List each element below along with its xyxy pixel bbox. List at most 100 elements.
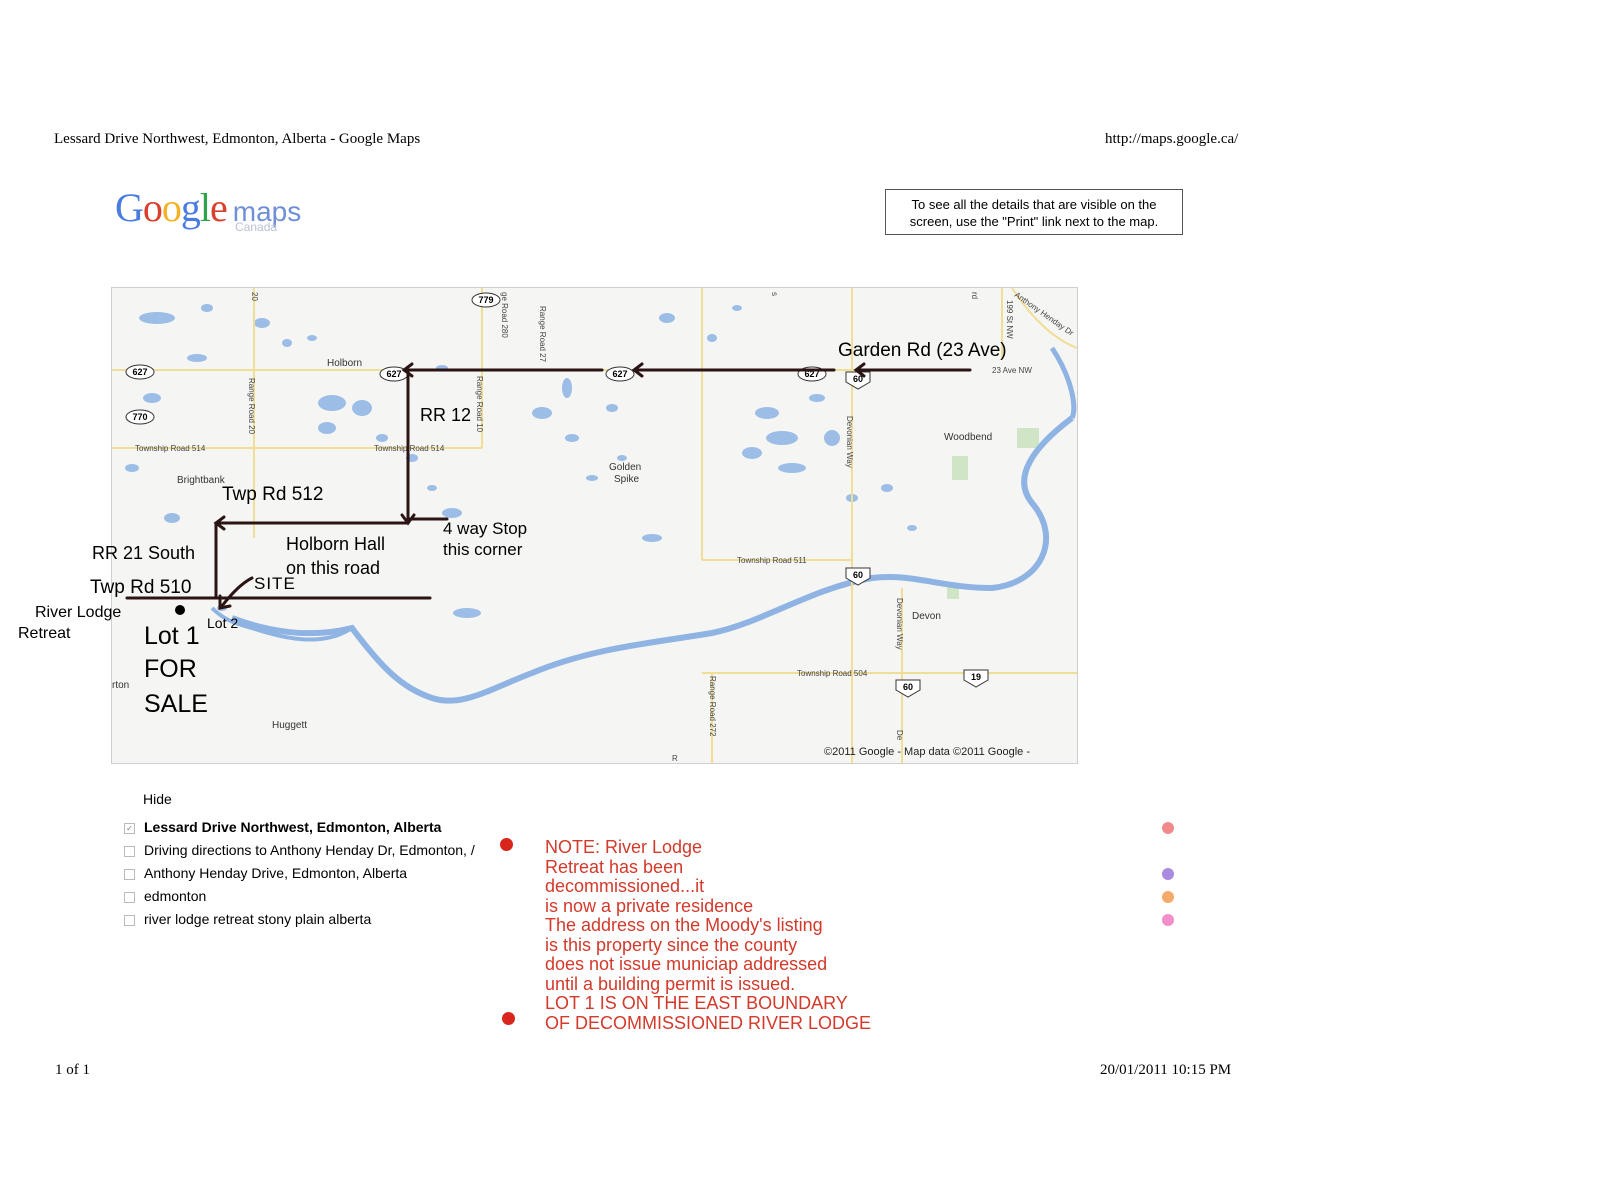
annotation-rr12: RR 12 — [420, 405, 472, 425]
svg-text:770: 770 — [132, 412, 147, 422]
legend-checkbox[interactable] — [124, 868, 135, 880]
label-partial-left: rton — [112, 680, 129, 691]
logo-letter: e — [210, 185, 228, 230]
note-line: OF DECOMMISSIONED RIVER LODGE — [545, 1012, 872, 1033]
legend-item-label: Anthony Henday Drive, Edmonton, Alberta — [144, 865, 408, 881]
legend-checkbox[interactable]: ✓ — [124, 822, 135, 834]
svg-text:627: 627 — [386, 369, 401, 379]
label-holborn: Holborn — [327, 358, 362, 369]
page-header-title: Lessard Drive Northwest, Edmonton, Alber… — [54, 131, 421, 147]
label-spike: Spike — [614, 474, 639, 485]
annotation-rr21: RR 21 South — [92, 543, 196, 563]
annotation-four-way-2: this corner — [443, 540, 523, 559]
logo-letter: o — [142, 185, 163, 230]
legend-item-label: river lodge retreat stony plain alberta — [144, 911, 372, 927]
hwy-60-shield: 60 — [845, 567, 871, 586]
note-line: The address on the Moody's listing — [545, 915, 823, 935]
label-huggett: Huggett — [272, 720, 307, 731]
page-number: 1 of 1 — [55, 1062, 90, 1078]
maps-wordmark: maps — [232, 196, 302, 227]
map-canvas[interactable]: Holborn Brightbank Golden Spike Woodbend… — [112, 288, 1077, 763]
label-top-rd: rd — [970, 292, 979, 299]
hwy-779-shield: 779 — [471, 292, 501, 308]
river-north — [1049, 346, 1077, 420]
hwy-19-shield: 19 — [963, 669, 989, 688]
map-view[interactable]: Holborn Brightbank Golden Spike Woodbend… — [111, 287, 1078, 764]
region-label: Canada — [235, 220, 278, 234]
label-bottom-de: De — [895, 730, 904, 741]
legend-marker-dot — [1162, 868, 1174, 880]
lakes — [125, 304, 917, 618]
svg-text:627: 627 — [804, 369, 819, 379]
annotation-four-way-1: 4 way Stop — [443, 519, 528, 538]
legend-checkbox[interactable] — [124, 914, 135, 926]
legend-marker-dot — [1162, 914, 1174, 926]
svg-text:627: 627 — [612, 369, 627, 379]
hwy-627-shield: 627 — [125, 364, 155, 380]
annotation-lot2: Lot 2 — [207, 615, 239, 631]
hwy-770-shield: 770 — [125, 409, 155, 425]
label-brightbank: Brightbank — [177, 475, 226, 486]
legend-item[interactable]: Driving directions to Anthony Henday Dr,… — [124, 842, 475, 858]
label-rr10: Range Road 10 — [475, 376, 484, 433]
label-23ave: 23 Ave NW — [992, 366, 1032, 375]
note-line: until a building permit is issued. — [545, 973, 796, 994]
label-top-20: 20 — [250, 292, 259, 301]
print-tip-line-2: screen, use the "Print" link next to the… — [909, 214, 1159, 229]
legend-item[interactable]: river lodge retreat stony plain alberta — [124, 911, 371, 927]
google-wordmark: Google — [115, 185, 228, 230]
legend-checkbox[interactable] — [124, 845, 135, 857]
label-devonian-1: Devonian Way — [845, 416, 854, 468]
legend-item[interactable]: Anthony Henday Drive, Edmonton, Alberta — [124, 865, 407, 881]
legend-item[interactable]: edmonton — [124, 888, 206, 904]
annotation-holborn-hall-2: on this road — [286, 558, 381, 578]
note-line: decommissioned...it — [545, 876, 705, 896]
annotation-for: FOR — [144, 655, 197, 683]
legend-marker-dot — [1162, 822, 1174, 834]
map-copyright: ©2011 Google - Map data ©2011 Google - — [824, 746, 1030, 758]
print-tip-line-1: To see all the details that are visible … — [911, 197, 1157, 212]
river — [230, 415, 1074, 704]
label-rr27: Range Road 27 — [538, 306, 547, 363]
legend-item-label: edmonton — [144, 888, 207, 904]
annotation-lot1: Lot 1 — [144, 622, 200, 650]
river-west — [210, 606, 354, 642]
note-line: is this property since the county — [545, 934, 798, 955]
hwy-627-shield: 627 — [605, 366, 635, 382]
label-golden: Golden — [609, 462, 641, 473]
svg-text:60: 60 — [853, 374, 863, 384]
page-header-url[interactable]: http://maps.google.ca/ — [1105, 131, 1239, 147]
svg-text:60: 60 — [853, 570, 863, 580]
print-timestamp: 20/01/2011 10:15 PM — [1100, 1062, 1232, 1078]
legend-checkbox[interactable] — [124, 891, 135, 903]
label-rr20: Range Road 20 — [247, 378, 256, 435]
note-line: Retreat has been — [545, 856, 684, 877]
legend-item[interactable]: ✓ Lessard Drive Northwest, Edmonton, Albe… — [124, 819, 441, 835]
annotation-twp512: Twp Rd 512 — [222, 484, 324, 505]
svg-text:60: 60 — [903, 682, 913, 692]
hand-drawn-route — [125, 362, 972, 610]
label-woodbend: Woodbend — [944, 432, 992, 443]
label-rr272: Range Road 272 — [708, 676, 717, 737]
legend-item-label: Driving directions to Anthony Henday Dr,… — [144, 842, 475, 858]
note-bullet-bottom — [502, 1012, 515, 1025]
annotation-twp510: Twp Rd 510 — [90, 577, 192, 598]
legend-marker-dot — [1162, 891, 1174, 903]
logo-letter: G — [115, 185, 144, 230]
legend-hide-link[interactable]: Hide — [143, 791, 172, 807]
river-lodge-marker[interactable] — [175, 605, 185, 615]
label-twp514-w: Township Road 514 — [135, 444, 206, 453]
label-devon: Devon — [912, 611, 941, 622]
note-bullet-top — [500, 838, 513, 851]
svg-text:779: 779 — [478, 295, 493, 305]
hwy-60-shield: 60 — [895, 679, 921, 698]
annotation-sale: SALE — [144, 690, 208, 718]
legend-item-label: Lessard Drive Northwest, Edmonton, Alber… — [144, 819, 442, 835]
annotation-garden-rd: Garden Rd (23 Ave) — [838, 340, 1007, 361]
logo-letter: g — [180, 185, 201, 230]
label-twp511: Township Road 511 — [737, 556, 807, 565]
svg-text:19: 19 — [971, 672, 981, 682]
highway-shields: 627 627 627 627 770 779 60 60 60 19 — [125, 292, 989, 698]
